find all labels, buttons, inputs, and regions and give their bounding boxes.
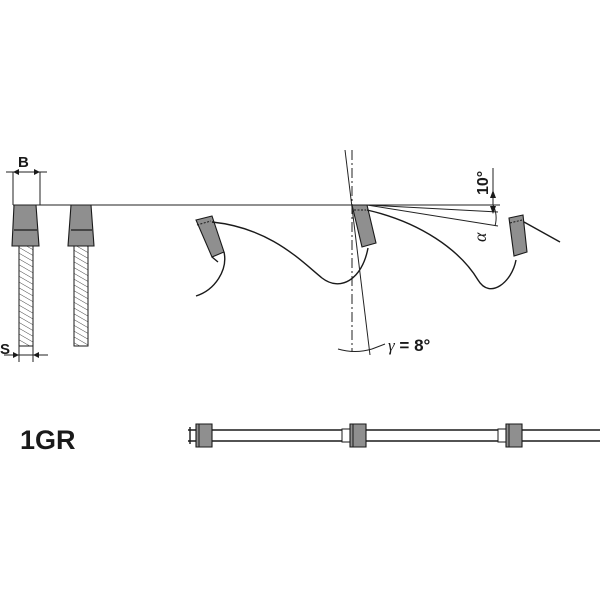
alpha-label: α <box>470 232 490 242</box>
tooth-top-1 <box>195 423 213 448</box>
clearance-line <box>366 204 499 227</box>
gullet-a <box>195 251 226 297</box>
tooth-profile-main <box>351 204 377 248</box>
clearance-line-2 <box>366 204 499 213</box>
tooth-top-2-seat <box>341 428 351 443</box>
tooth-type-code: 1GR <box>20 425 76 455</box>
tooth-profile-a <box>195 215 225 258</box>
tooth-back-c <box>523 221 561 243</box>
tooth-profile-a-chip <box>196 220 212 226</box>
rake-face-line <box>344 149 371 356</box>
gamma-label: γ = 8° <box>388 336 431 355</box>
tooth-side-profile-group: γ = 8° 10° α <box>195 149 561 356</box>
b-label: B <box>18 154 29 171</box>
tooth-front-view-group: B S <box>0 154 95 362</box>
tooth-top-view-group <box>188 423 600 448</box>
gamma-leader <box>371 343 386 350</box>
tooth-profile-c <box>508 214 528 257</box>
tooth-front-2 <box>67 204 95 247</box>
tooth-front-1 <box>11 204 40 247</box>
s-label: S <box>0 341 10 358</box>
angle-arrow-bottom <box>490 206 496 214</box>
b-arrowheads <box>13 169 40 175</box>
blade-body-section-1 <box>18 245 34 347</box>
tooth-back-a <box>211 221 369 285</box>
tooth-top-3-seat <box>497 428 507 443</box>
angle-arrow-top <box>490 190 496 198</box>
gamma-angle-arc <box>337 348 373 352</box>
blade-body-section-2 <box>73 245 89 347</box>
tooth-top-2 <box>349 423 367 448</box>
clearance-angle-label: 10° <box>475 171 492 195</box>
s-arrowheads <box>13 352 39 358</box>
gamma-value: = 8° <box>395 336 431 355</box>
tooth-top-3 <box>505 423 523 448</box>
gamma-symbol: γ <box>388 336 396 355</box>
tooth-back-main <box>366 209 517 290</box>
